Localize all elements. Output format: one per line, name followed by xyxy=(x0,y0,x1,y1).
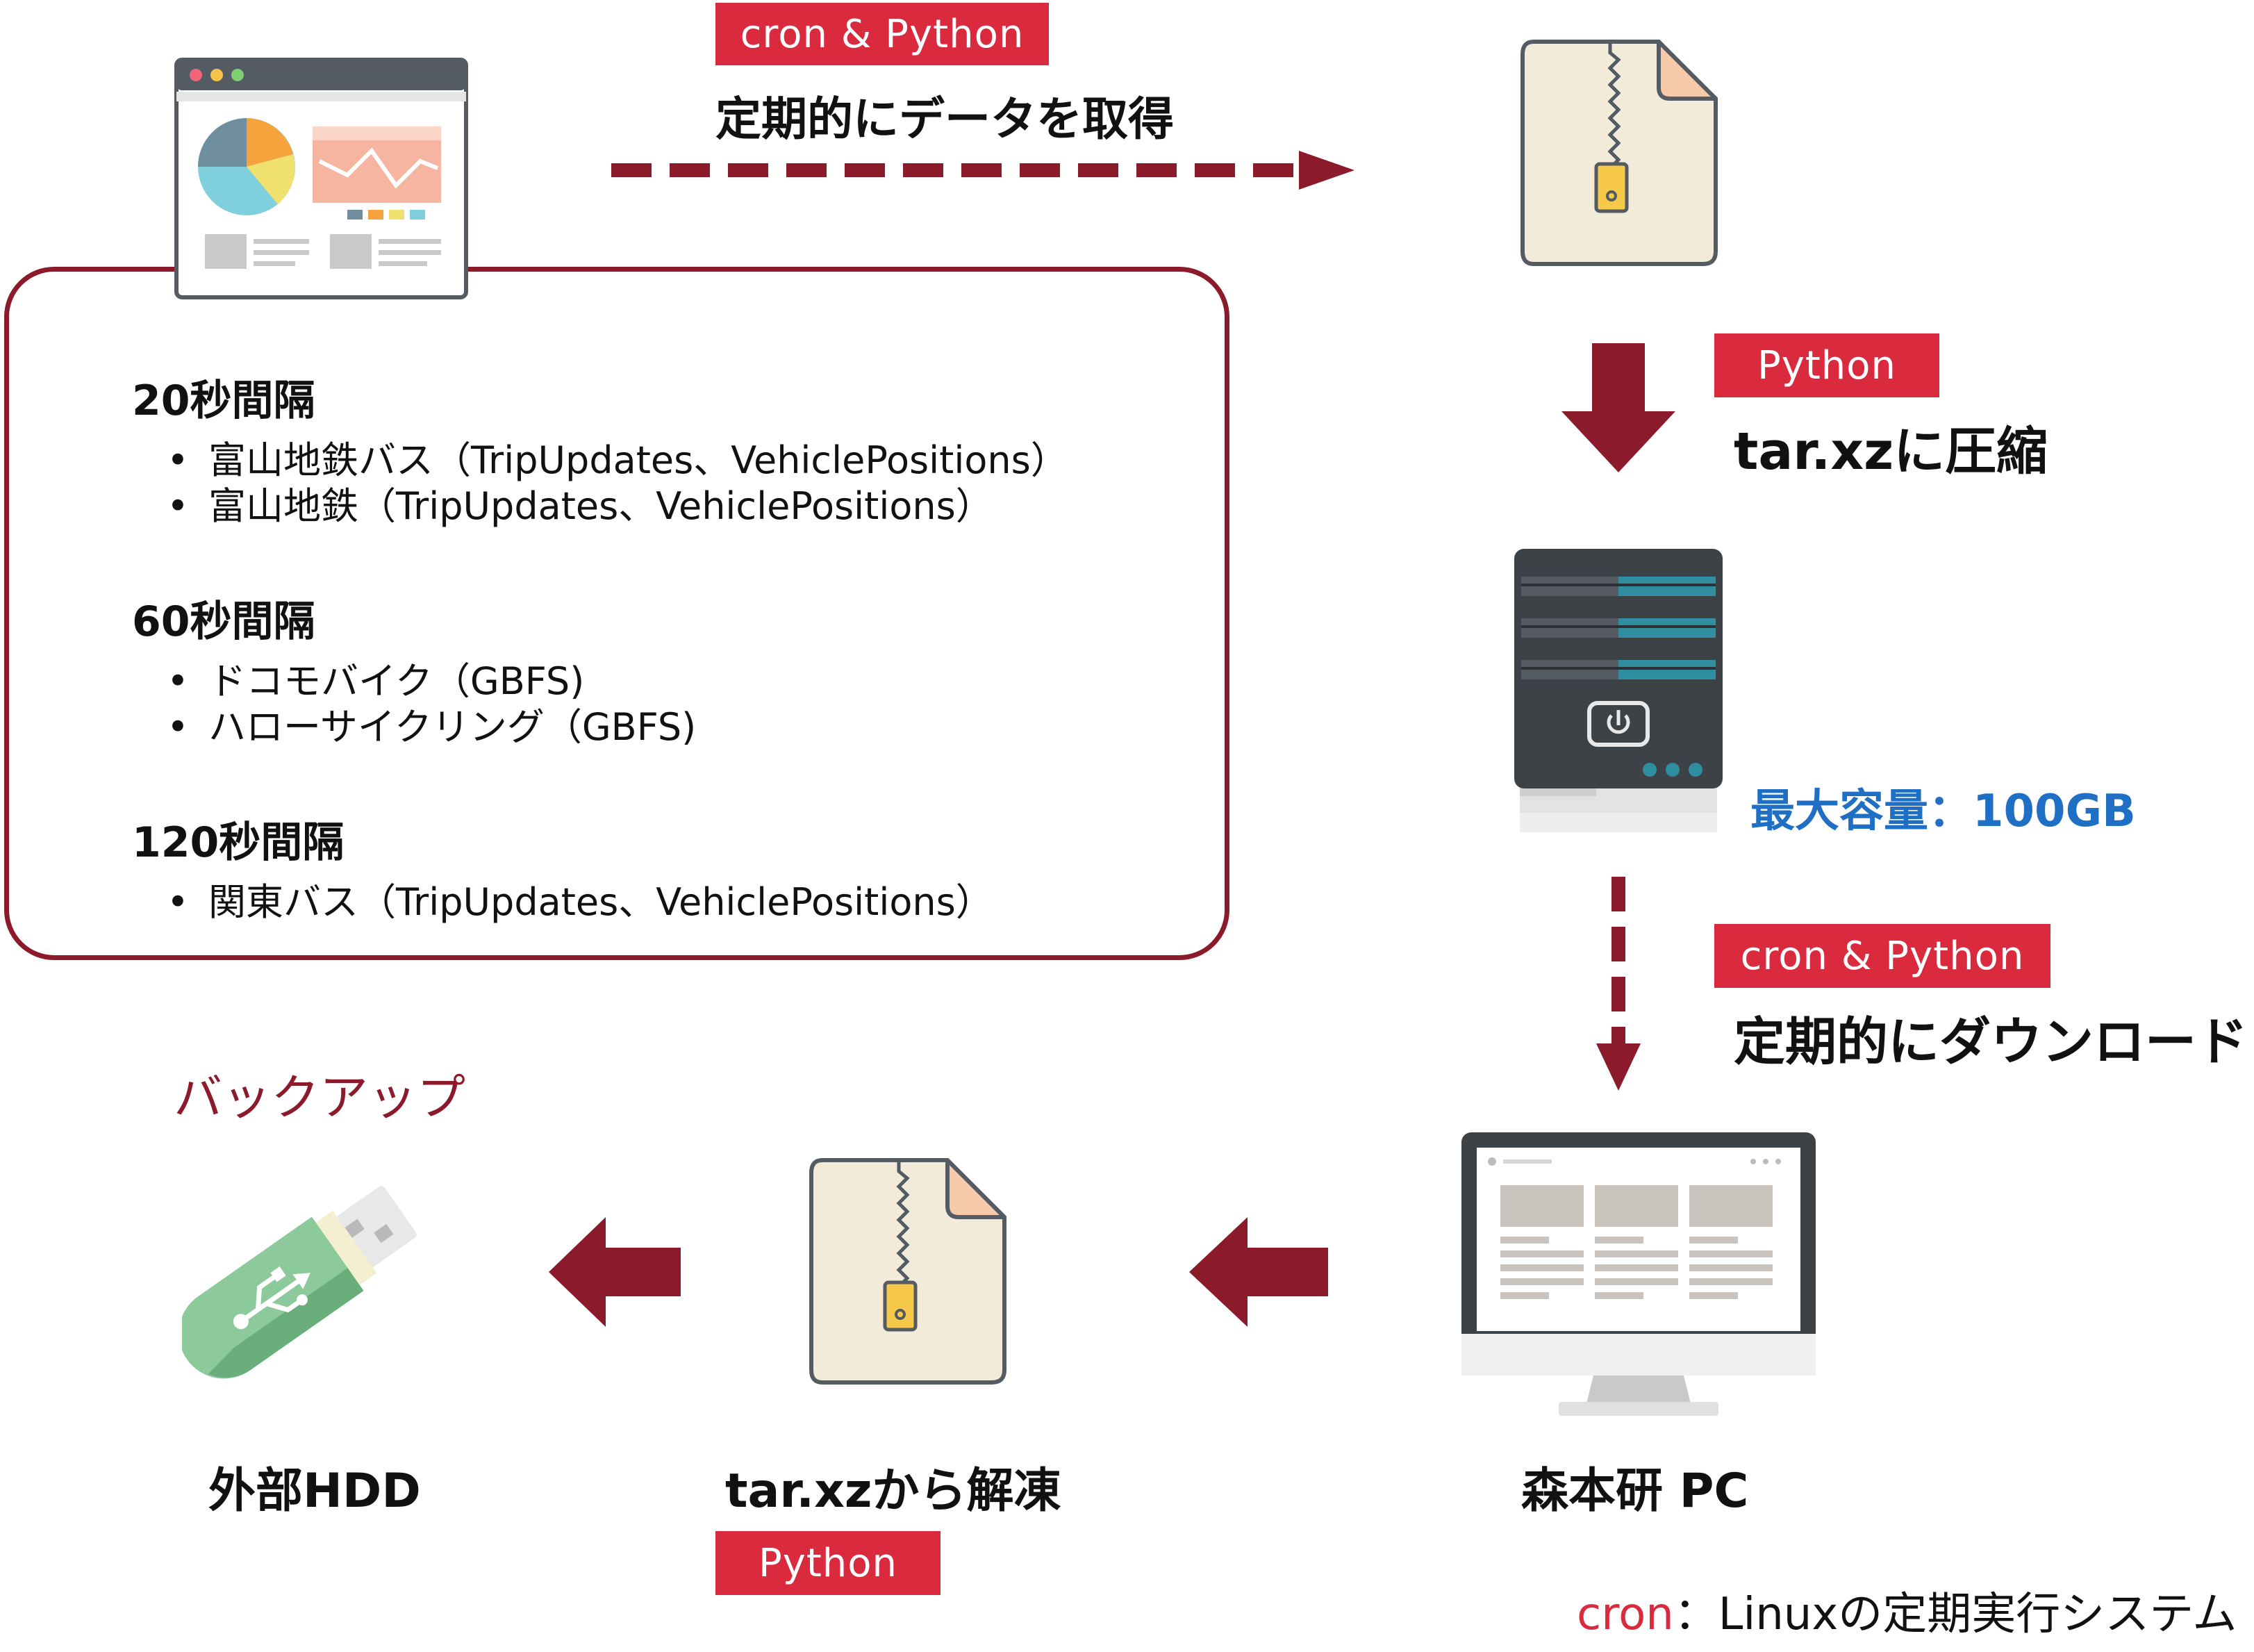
cron-python-badge: cron & Python xyxy=(715,3,1049,65)
compress-caption: tar.xzに圧縮 xyxy=(1734,422,2048,481)
fetch-data-caption: 定期的にデータを取得 xyxy=(715,92,1174,146)
dashboard-icon xyxy=(174,58,468,299)
interval-info-box xyxy=(4,267,1229,960)
to-hdd-arrow xyxy=(549,1217,681,1327)
interval-60s-title: 60秒間隔 xyxy=(132,597,315,646)
cron-definition: ：Linuxの定期実行システム xyxy=(1673,1589,2237,1640)
zip-file-icon xyxy=(1520,40,1718,266)
cron-term: cron xyxy=(1577,1589,1674,1640)
interval-60s-item: •ハローサイクリング（GBFS) xyxy=(167,705,697,749)
compress-down-arrow xyxy=(1561,343,1675,472)
python-badge-extract: Python xyxy=(715,1531,940,1595)
capacity-label: 最大容量：100GB xyxy=(1750,786,2136,837)
interval-60s-item: •ドコモバイク（GBFS) xyxy=(167,659,585,703)
cron-footnote: cron：Linuxの定期実行システム xyxy=(1577,1578,2237,1642)
backup-label: バックアップ xyxy=(174,1069,465,1126)
cron-python-badge-download: cron & Python xyxy=(1714,924,2050,988)
zip-file-icon-extract xyxy=(809,1158,1006,1385)
interval-120s-title: 120秒間隔 xyxy=(132,818,345,867)
usb-drive-icon xyxy=(182,1186,417,1379)
server-icon xyxy=(1514,549,1723,832)
lab-pc-icon xyxy=(1461,1132,1816,1416)
to-extract-arrow xyxy=(1189,1217,1328,1327)
interval-20s-item: •富山地鉄（TripUpdates、VehiclePositions） xyxy=(167,484,993,528)
download-dashed-arrow xyxy=(1596,877,1641,1091)
interval-20s-title: 20秒間隔 xyxy=(132,377,315,425)
extract-label: tar.xzから解凍 xyxy=(725,1464,1061,1519)
download-caption: 定期的にダウンロード xyxy=(1734,1012,2248,1072)
interval-20s-item: •富山地鉄バス（TripUpdates、VehiclePositions） xyxy=(167,438,1068,482)
interval-120s-item: •関東バス（TripUpdates、VehiclePositions） xyxy=(167,880,993,924)
lab-pc-label: 森本研 PC xyxy=(1521,1464,1749,1519)
python-badge-compress: Python xyxy=(1714,333,1939,397)
external-hdd-label: 外部HDD xyxy=(208,1464,421,1519)
fetch-dashed-arrow xyxy=(611,151,1354,190)
